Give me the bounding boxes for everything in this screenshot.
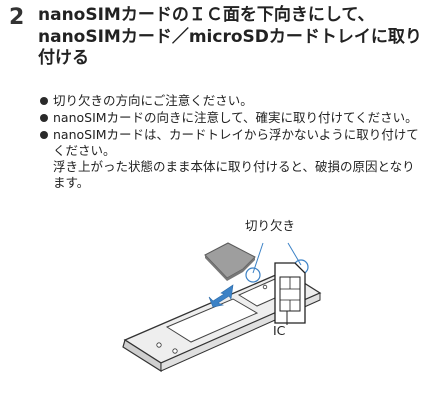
instruction-item: nanoSIMカードの向きに注意して、確実に取り付けてください。	[38, 110, 423, 126]
bullet-icon	[40, 131, 48, 139]
instruction-text: nanoSIMカードは、カードトレイから浮かないように取り付けてください。	[53, 127, 419, 158]
step-title: nanoSIMカードのＩＣ面を下向きにして、nanoSIMカード／microSD…	[38, 5, 422, 68]
instruction-list: 切り欠きの方向にご注意ください。 nanoSIMカードの向きに注意して、確実に取…	[38, 93, 423, 191]
instruction-item: 切り欠きの方向にご注意ください。	[38, 93, 423, 109]
step-number: 2	[9, 5, 25, 30]
notch-callout-icon	[245, 267, 261, 283]
bullet-icon	[40, 97, 48, 105]
bullet-icon	[40, 114, 48, 122]
tray-hole	[172, 348, 178, 354]
instruction-text: 切り欠きの方向にご注意ください。	[53, 93, 253, 108]
nanosim-card-notch-edge	[227, 257, 255, 281]
nanosim-card	[204, 242, 256, 279]
sim-tray-drawing	[122, 242, 322, 373]
instruction-text: nanoSIMカードの向きに注意して、確実に取り付けてください。	[53, 110, 418, 125]
callout-line	[287, 242, 302, 266]
instruction-note: 浮き上がった状態のまま本体に取り付けると、破損の原因となります。	[53, 159, 415, 190]
microsd-slot	[165, 298, 259, 343]
notch-label: 切り欠き	[245, 218, 296, 233]
tray-hole	[262, 284, 268, 290]
instruction-item: nanoSIMカードは、カードトレイから浮かないように取り付けてください。 浮き…	[38, 127, 423, 191]
insert-arrow-icon	[208, 284, 234, 308]
tray-hole	[156, 342, 162, 348]
ic-label: IC	[273, 323, 286, 338]
sim-tray-illustration: 切り欠き IC	[115, 215, 335, 380]
nanosim-card-edge	[205, 255, 227, 281]
